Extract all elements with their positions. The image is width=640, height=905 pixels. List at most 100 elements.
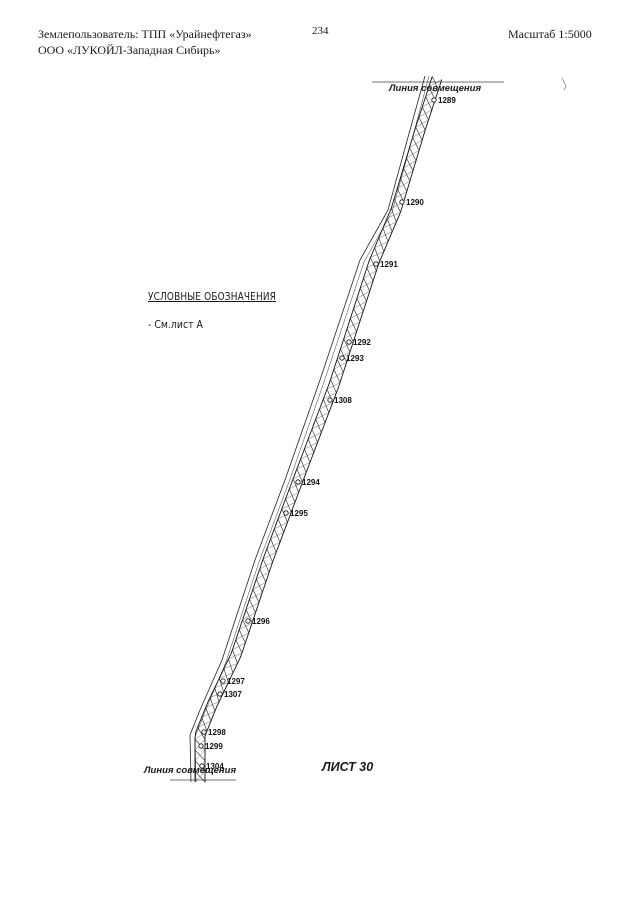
corridor-hatch xyxy=(223,663,238,669)
corridor-hatch xyxy=(397,180,410,189)
picket-marker xyxy=(373,261,379,267)
corridor-hatch xyxy=(323,392,337,400)
corridor-hatch xyxy=(337,351,351,360)
corridor-hatch xyxy=(205,701,220,708)
picket-marker xyxy=(199,763,205,769)
corridor-hatch xyxy=(259,561,273,570)
picket-label: 1307 xyxy=(224,690,242,699)
corridor-hatch xyxy=(370,251,384,258)
picket-marker xyxy=(283,510,289,516)
corridor-hatch xyxy=(374,241,389,248)
corridor-hatch xyxy=(406,150,420,159)
corridor-hatch xyxy=(278,512,292,520)
corridor-hatch xyxy=(209,697,216,712)
road-edge-left xyxy=(189,75,426,783)
picket-marker xyxy=(295,479,301,485)
corridor-hatch xyxy=(353,301,367,309)
corridor-hatch xyxy=(333,362,347,370)
corridor-hatch xyxy=(330,372,344,380)
corridor-hatch xyxy=(194,749,206,761)
corridor-hatch xyxy=(382,221,397,229)
picket-marker xyxy=(217,691,223,697)
corridor-hatch xyxy=(228,652,243,660)
picket-label: 1291 xyxy=(380,260,398,269)
land-user-info: Землепользователь: ТПП «Урайнефтегаз» ОО… xyxy=(38,26,252,58)
corridor-hatch xyxy=(409,140,423,148)
corridor-hatch xyxy=(403,160,417,169)
road-edge-left-2 xyxy=(194,75,430,783)
corridor-hatch xyxy=(289,482,303,490)
corridor-hatch xyxy=(343,331,357,340)
picket-label: 1297 xyxy=(227,677,245,686)
picket-marker xyxy=(399,199,405,205)
corridor-hatch xyxy=(296,462,311,470)
corridor-hatch xyxy=(274,522,288,529)
picket-marker xyxy=(431,97,437,103)
corridor-hatch xyxy=(197,720,212,728)
corridor-hatch xyxy=(378,231,393,238)
corridor-hatch xyxy=(256,572,270,580)
page-number: 234 xyxy=(312,25,329,37)
corridor-hatch xyxy=(249,592,263,600)
corridor-hatch xyxy=(263,552,277,560)
corridor-hatch xyxy=(232,649,238,664)
corridor-hatch xyxy=(400,170,414,179)
picket-label: 1299 xyxy=(205,742,223,751)
land-user-line-2: ООО «ЛУКОЙЛ-Западная Сибирь» xyxy=(38,43,221,57)
corridor-hatch xyxy=(304,442,318,450)
sheet-label: ЛИСТ 30 xyxy=(322,760,374,774)
picket-label: 1295 xyxy=(290,509,308,518)
corridor-hatch xyxy=(387,212,401,219)
corridor-hatch xyxy=(300,452,314,460)
corridor-hatch xyxy=(326,382,341,390)
picket-label: 1292 xyxy=(353,338,371,347)
corridor-hatch xyxy=(245,602,260,610)
land-user-line-1: Землепользователь: ТПП «Урайнефтегаз» xyxy=(38,27,252,41)
corridor-hatch xyxy=(360,280,374,289)
corridor-hatch xyxy=(270,532,284,539)
corridor-hatch xyxy=(412,130,426,138)
corridor-hatch xyxy=(346,321,360,329)
corridor-hatch xyxy=(393,198,401,213)
corner-mark-icon xyxy=(561,77,567,91)
picket-marker xyxy=(220,678,226,684)
corridor-hatch xyxy=(266,542,281,549)
picket-marker xyxy=(346,339,352,345)
picket-markers: 1289129012911292129313081294129512961297… xyxy=(198,96,456,771)
picket-label: 1298 xyxy=(208,728,226,737)
corridor-hatch xyxy=(197,727,206,740)
corridor-hatch xyxy=(394,191,407,199)
picket-label: 1304 xyxy=(206,762,224,771)
corridor-hatch xyxy=(308,432,322,440)
corridor-hatch xyxy=(415,119,429,128)
corridor-hatch xyxy=(219,672,233,679)
corridor-hatch xyxy=(356,291,370,299)
picket-marker xyxy=(327,397,333,403)
match-line-bottom-label: Линия совмещения xyxy=(144,765,237,776)
legend-item: - См.лист А xyxy=(148,318,203,331)
corridor-hatch xyxy=(311,422,326,430)
corridor-hatch xyxy=(425,89,439,97)
picket-label: 1293 xyxy=(346,354,364,363)
corridor-hatch xyxy=(292,472,307,480)
picket-marker xyxy=(201,729,207,735)
corridor-hatch xyxy=(239,622,253,630)
corridor-hatch xyxy=(214,682,229,689)
picket-label: 1290 xyxy=(406,198,424,207)
corridor-hatch xyxy=(235,632,249,640)
match-line-top-label: Линия совмещения xyxy=(389,83,482,94)
corridor-hatch xyxy=(315,412,329,420)
corridor-hatch xyxy=(319,402,333,410)
corridor-hatch xyxy=(350,311,364,319)
picket-marker xyxy=(198,743,204,749)
corridor-hatch xyxy=(285,492,299,500)
picket-marker xyxy=(245,618,251,624)
corridor-hatch xyxy=(194,771,206,783)
corridor-hatch xyxy=(363,270,377,279)
picket-label: 1308 xyxy=(334,396,352,405)
corridor-hatch xyxy=(281,502,296,510)
corridor-hatch xyxy=(232,642,246,650)
corridor-hatch xyxy=(418,109,432,118)
legend-title: УСЛОВНЫЕ ОБОЗНАЧЕНИЯ xyxy=(148,291,277,303)
